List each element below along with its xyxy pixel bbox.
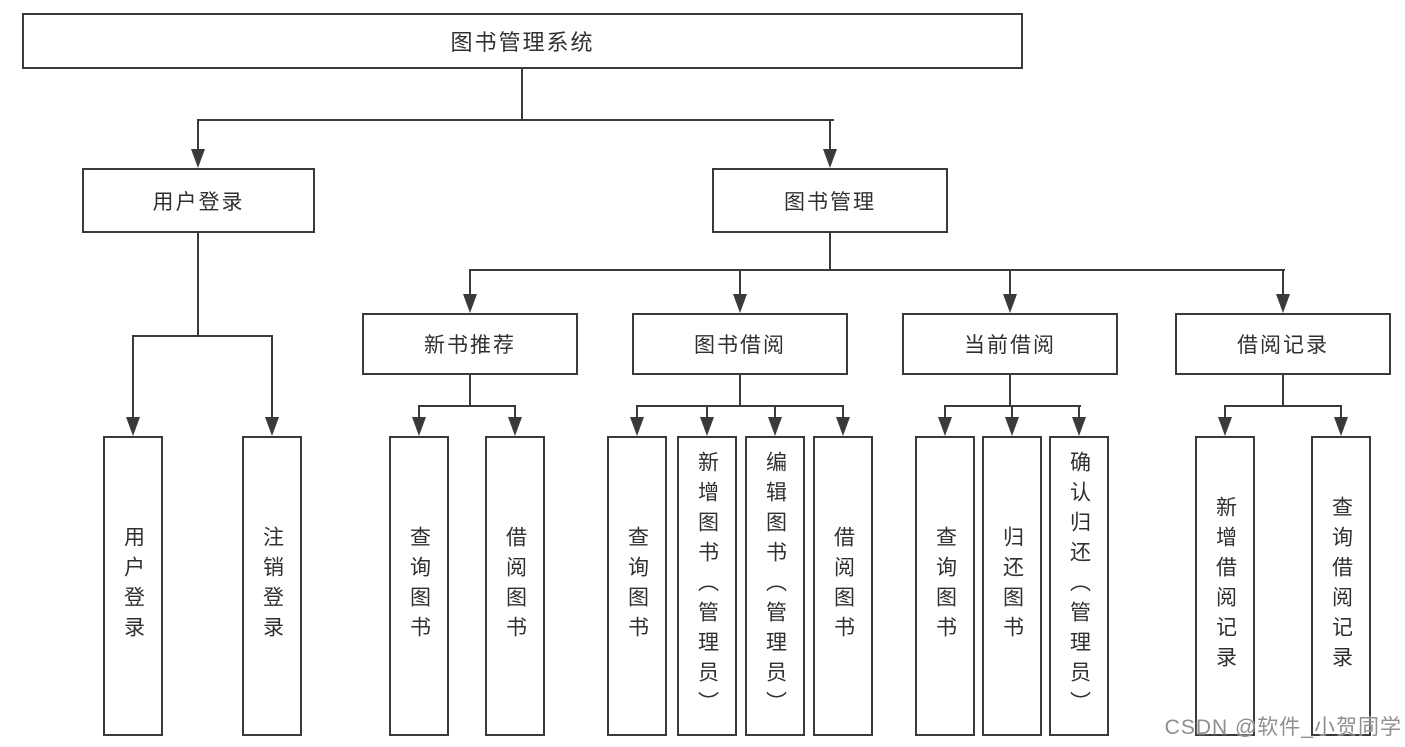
node-book-management: 图书管理 xyxy=(712,168,948,233)
connector-drop-leaf-login xyxy=(132,336,134,418)
connector-stub xyxy=(1340,406,1342,419)
leaf-label: 查询图书 xyxy=(933,526,957,646)
node-label: 图书管理 xyxy=(784,190,876,214)
leaf-label: 查询图书 xyxy=(407,526,431,646)
leaf-current-confirm-return-admin: 确认归还（管理员） xyxy=(1049,436,1109,736)
leaf-label: 确认归还（管理员） xyxy=(1067,451,1091,721)
arrowhead-leaf xyxy=(1072,417,1086,436)
leaf-recommend-borrow-books: 借阅图书 xyxy=(485,436,545,736)
leaf-borrow-add-books-admin: 新增图书（管理员） xyxy=(677,436,737,736)
connector-stub xyxy=(1078,406,1080,419)
arrowhead-borrow xyxy=(733,294,747,313)
arrowhead-user-login xyxy=(191,149,205,168)
leaf-label: 用户登录 xyxy=(121,526,145,646)
node-label: 图书管理系统 xyxy=(450,30,595,55)
node-book-borrowing: 图书借阅 xyxy=(632,313,848,375)
connector-drop-leaf-logout xyxy=(271,336,273,418)
node-label: 新书推荐 xyxy=(424,334,516,357)
arrowhead-leaf-login xyxy=(126,417,140,436)
connector-root-drop xyxy=(521,69,523,120)
node-label: 当前借阅 xyxy=(964,334,1056,357)
connector-stub xyxy=(1011,406,1013,419)
arrowhead-leaf xyxy=(630,417,644,436)
connector-stub xyxy=(706,406,708,419)
connector-stub xyxy=(1224,406,1226,419)
node-current-borrowing: 当前借阅 xyxy=(902,313,1118,375)
connector-drop-book-management xyxy=(829,120,831,151)
arrowhead-current xyxy=(1003,294,1017,313)
connector-recommend-hline xyxy=(418,405,516,407)
node-borrowing-records: 借阅记录 xyxy=(1175,313,1391,375)
leaf-current-return-books: 归还图书 xyxy=(982,436,1042,736)
arrowhead-leaf xyxy=(700,417,714,436)
leaf-label: 新增借阅记录 xyxy=(1213,496,1237,676)
connector-records-drop xyxy=(1282,375,1284,406)
connector-stub xyxy=(774,406,776,419)
connector-login-drop xyxy=(197,233,199,336)
leaf-label: 编辑图书（管理员） xyxy=(763,451,787,721)
arrowhead-records xyxy=(1276,294,1290,313)
arrowhead-leaf xyxy=(508,417,522,436)
connector-recommend-drop xyxy=(469,375,471,406)
node-new-book-recommend: 新书推荐 xyxy=(362,313,578,375)
leaf-label: 查询图书 xyxy=(625,526,649,646)
node-label: 用户登录 xyxy=(152,190,245,214)
leaf-borrow-borrow-books: 借阅图书 xyxy=(813,436,873,736)
leaf-records-add-borrow-record: 新增借阅记录 xyxy=(1195,436,1255,736)
arrowhead-leaf xyxy=(1218,417,1232,436)
leaf-current-query-books: 查询图书 xyxy=(915,436,975,736)
connector-stub xyxy=(944,406,946,419)
leaf-label: 借阅图书 xyxy=(831,526,855,646)
arrowhead-leaf-logout xyxy=(265,417,279,436)
connector-drop-recommend xyxy=(469,270,471,296)
leaf-records-query-borrow-record: 查询借阅记录 xyxy=(1311,436,1371,736)
connector-login-hline xyxy=(132,335,273,337)
connector-stub xyxy=(636,406,638,419)
connector-borrow-drop xyxy=(739,375,741,406)
arrowhead-leaf xyxy=(938,417,952,436)
leaf-label: 新增图书（管理员） xyxy=(695,451,719,721)
leaf-logout: 注销登录 xyxy=(242,436,302,736)
node-user-login: 用户登录 xyxy=(82,168,315,233)
node-library-management-system: 图书管理系统 xyxy=(22,13,1023,69)
connector-level3-hline xyxy=(469,269,1285,271)
csdn-watermark: CSDN @软件_小贺同学 xyxy=(1164,716,1402,739)
arrowhead-leaf xyxy=(1334,417,1348,436)
connector-drop-records xyxy=(1282,270,1284,296)
arrowhead-leaf xyxy=(836,417,850,436)
leaf-user-login: 用户登录 xyxy=(103,436,163,736)
connector-records-hline xyxy=(1224,405,1342,407)
arrowhead-recommend xyxy=(463,294,477,313)
connector-level2-hline xyxy=(197,119,834,121)
connector-drop-borrow xyxy=(739,270,741,296)
leaf-label: 归还图书 xyxy=(1000,526,1024,646)
connector-stub xyxy=(418,406,420,419)
connector-current-drop xyxy=(1009,375,1011,406)
connector-drop-current xyxy=(1009,270,1011,296)
node-label: 图书借阅 xyxy=(694,334,786,357)
arrowhead-leaf xyxy=(1005,417,1019,436)
leaf-label: 注销登录 xyxy=(260,526,284,646)
leaf-borrow-edit-books-admin: 编辑图书（管理员） xyxy=(745,436,805,736)
arrowhead-leaf xyxy=(768,417,782,436)
connector-stub xyxy=(842,406,844,419)
connector-mgmt-drop xyxy=(829,233,831,270)
node-label: 借阅记录 xyxy=(1237,334,1329,357)
arrowhead-leaf xyxy=(412,417,426,436)
leaf-label: 借阅图书 xyxy=(503,526,527,646)
connector-borrow-hline xyxy=(636,405,844,407)
leaf-recommend-query-books: 查询图书 xyxy=(389,436,449,736)
leaf-borrow-query-books: 查询图书 xyxy=(607,436,667,736)
arrowhead-book-management xyxy=(823,149,837,168)
connector-stub xyxy=(514,406,516,419)
connector-drop-user-login xyxy=(197,120,199,151)
leaf-label: 查询借阅记录 xyxy=(1329,496,1353,676)
